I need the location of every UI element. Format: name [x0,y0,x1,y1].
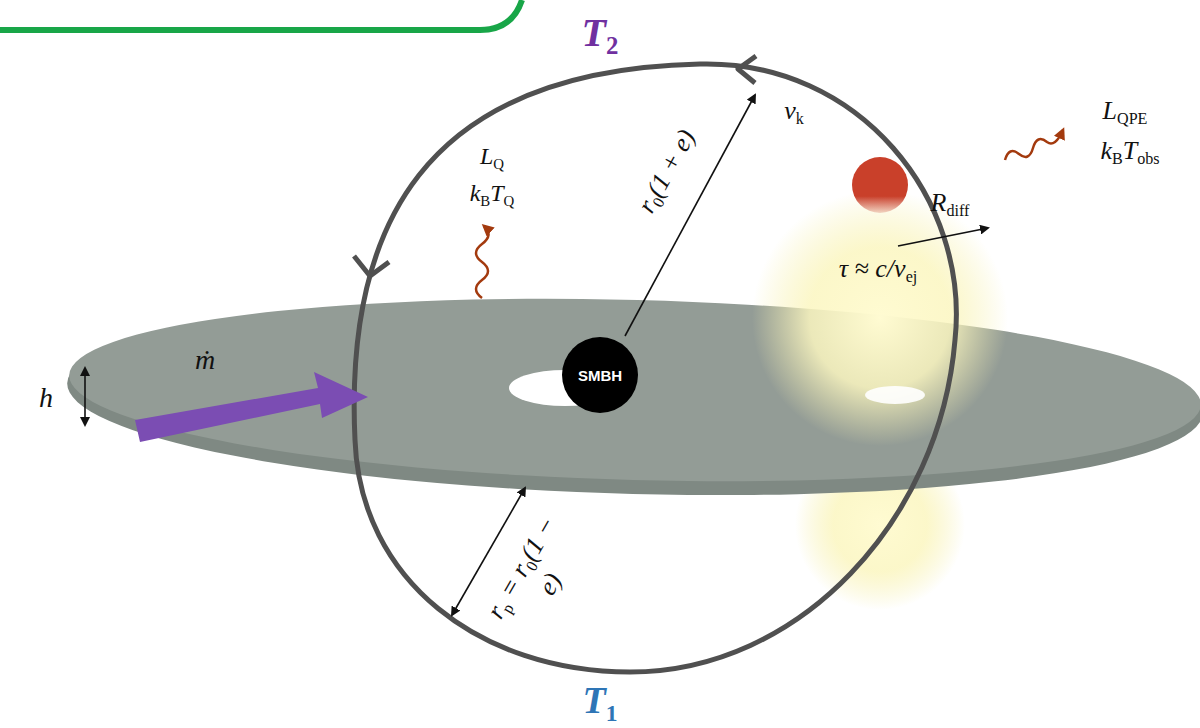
symbol: L [1103,96,1117,125]
orbit-direction [354,256,389,276]
subscript: 2 [606,32,618,59]
apocenter-arrow [625,95,755,336]
label-holder: rp = r0(1 − e) [476,504,595,648]
math-label: kBTobs [1100,136,1159,165]
subscript: obs [1137,150,1159,167]
time-label: T1 [583,679,618,721]
radius-arrow [898,228,988,246]
math-label: LQ [480,143,504,169]
photon-wave [476,226,489,298]
subscript: QPE [1117,110,1147,127]
flare-glow [752,190,1008,446]
label-holder: kBTQ [470,180,515,210]
node-label: SMBH [578,367,622,384]
math-label: h [39,382,53,413]
math-label: rp = r0(1 − e) [481,512,568,624]
symbol: k [1100,136,1112,165]
disk-puncture [865,386,925,404]
math-label: τ ≈ c/vej [839,254,918,283]
label-holder: r0(1 + e) [632,124,705,219]
math-label: LQPE [1103,96,1148,125]
orbit-direction [738,56,756,83]
subscript: diff [946,202,969,219]
accretion-disk [67,285,1200,495]
label-holder: τ ≈ c/vej [839,254,918,287]
symbol: k [470,180,481,206]
math-label: vk [784,96,804,125]
math-label: kBTQ [470,180,515,206]
label-holder: vk [784,96,804,129]
label-holder: LQ [480,143,504,173]
label-holder: ṁ [195,344,215,376]
symbol: T [582,10,606,55]
time-label: T2 [582,10,619,55]
symbol: R [931,188,947,217]
subscript: Q [493,156,504,172]
symbol: (1 + e) [641,124,701,201]
symbol: T [490,180,503,206]
star [852,157,908,213]
subscript: B [1112,150,1123,167]
inflow-arrow [135,372,368,442]
subscript: k [796,110,804,127]
label-holder: kBTobs [1100,136,1159,169]
black-hole-circle: SMBH [562,337,638,413]
math-label: Rdiff [931,188,970,217]
subscript: B [480,193,490,209]
symbol: L [480,143,493,169]
label-holder: Rdiff [931,188,970,221]
math-label: r0(1 + e) [632,124,701,217]
subscript: ej [906,268,918,285]
photon-wave [1005,130,1063,160]
subscript: 1 [606,700,618,726]
symbol: v [784,96,796,125]
label-holder: h [39,382,53,414]
label-holder: LQPE [1103,96,1148,129]
symbol: T [1123,136,1137,165]
subscript: Q [504,193,515,209]
symbol: T [583,679,606,721]
height-arrow [84,368,86,425]
label-holder: T2 [582,10,619,60]
label-holder: T1 [583,679,618,727]
frame-corner [0,0,522,30]
symbol: τ ≈ c/v [839,254,906,283]
math-label: ṁ [195,344,215,375]
orbit [354,64,956,672]
